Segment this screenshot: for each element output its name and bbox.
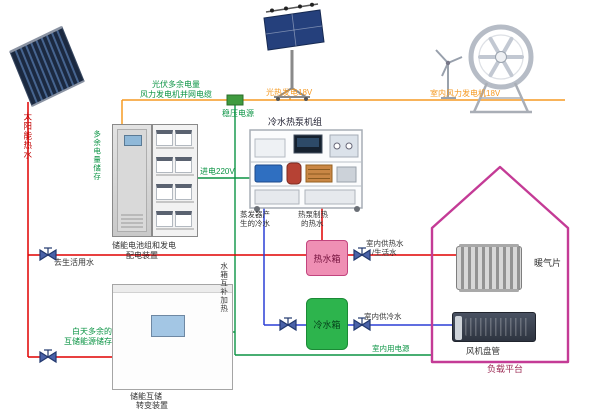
house-outline: [430, 165, 570, 364]
battery-module: [156, 184, 173, 200]
pv-tracker: [263, 2, 325, 101]
fan-coil-unit: [452, 312, 536, 342]
fan-coil-grille: [465, 318, 529, 336]
wind-turbine: [435, 24, 534, 114]
battery-module: [175, 184, 192, 200]
valve-icon: [353, 247, 371, 262]
battery-shelf: [156, 127, 194, 149]
cold-water-lines: [263, 208, 452, 326]
battery-shelf: [156, 154, 194, 176]
battery-module: [175, 211, 192, 227]
battery-module: [175, 157, 192, 173]
label-hp-hot-2: 的热水: [301, 219, 324, 228]
label-indoor-hot-1: 室内供热水: [366, 239, 404, 248]
fan-coil-endcap: [455, 316, 462, 340]
distribution-cabinet: [112, 124, 152, 237]
battery-shelf: [156, 208, 194, 230]
electric-lines: [196, 100, 432, 356]
battery-rack-cabinet: [152, 124, 198, 237]
cabinet-vent: [121, 214, 143, 228]
label-fan-coil: 风机盘管: [466, 346, 501, 356]
heat-pump-bench: [249, 129, 363, 212]
label-pv-generation: 光热发电18V: [266, 88, 313, 97]
hot-tank-label: 热水箱: [313, 253, 341, 264]
label-indoor-hot-2: /生活水: [372, 248, 397, 257]
valve-icon: [39, 247, 57, 262]
label-battery-cabinet-1: 储能电池组和发电: [112, 241, 176, 250]
radiator-pipe: [459, 289, 519, 292]
valve-icon: [353, 317, 371, 332]
power-bus-lines: [121, 96, 565, 124]
label-indoor-cold-water: 室内供冷水: [364, 312, 402, 321]
cold-tank-label: 冷水箱: [313, 319, 341, 330]
battery-shelf: [156, 181, 194, 203]
storage-inverter-unit: [112, 284, 233, 390]
label-power-inlet: 进电220V: [200, 167, 235, 176]
label-heat-pump-unit: 冷水热泵机组: [268, 117, 323, 127]
label-evaporator-2: 生的冷水: [240, 219, 270, 228]
label-day-excess-1: 白天多余的: [72, 327, 112, 336]
label-wind-generation: 室内风力发电机18V: [430, 89, 501, 98]
label-solar-hot-water: 太阳能热水: [22, 112, 33, 160]
label-tank-mutual-heating: 水箱互补加热: [219, 262, 229, 313]
battery-module: [156, 157, 173, 173]
label-battery-cabinet-2: 配电装置: [126, 251, 158, 260]
label-voltage-stabilizer: 稳压电源: [222, 109, 254, 118]
cold-water-tank: 冷水箱: [306, 298, 348, 350]
inverter-screen: [151, 315, 185, 337]
label-inverter-2: 转变装置: [136, 401, 168, 410]
label-day-excess-2: 互储能源储存: [64, 337, 112, 346]
radiator-unit: [456, 244, 522, 292]
label-wind-grid-cable: 风力发电机并网电缆: [140, 90, 212, 99]
label-excess-power-storage: 多余电量储存: [92, 130, 102, 181]
battery-module: [156, 211, 173, 227]
label-indoor-power: 室内用电源: [372, 344, 410, 353]
label-load-platform: 负载平台: [487, 364, 524, 374]
inverter-top-strip: [113, 285, 232, 293]
label-evaporator-1: 蒸发器产: [240, 210, 270, 219]
valve-icon: [279, 317, 297, 332]
battery-module: [156, 130, 173, 146]
label-domestic-water: 去生活用水: [54, 258, 94, 267]
radiator-pipe: [459, 244, 519, 247]
label-hp-hot-1: 热泵制热: [298, 210, 328, 219]
battery-module: [175, 130, 192, 146]
label-radiator: 暖气片: [534, 258, 562, 268]
cabinet-screen: [124, 135, 142, 146]
label-inverter-1: 储能互储: [130, 392, 162, 401]
solar-collector: [9, 25, 85, 107]
label-pv-surplus-cable: 光伏多余电量: [152, 80, 200, 89]
hot-water-tank: 热水箱: [306, 240, 348, 276]
voltage-stabilizer-box: [226, 94, 244, 106]
valve-icon: [39, 349, 57, 364]
